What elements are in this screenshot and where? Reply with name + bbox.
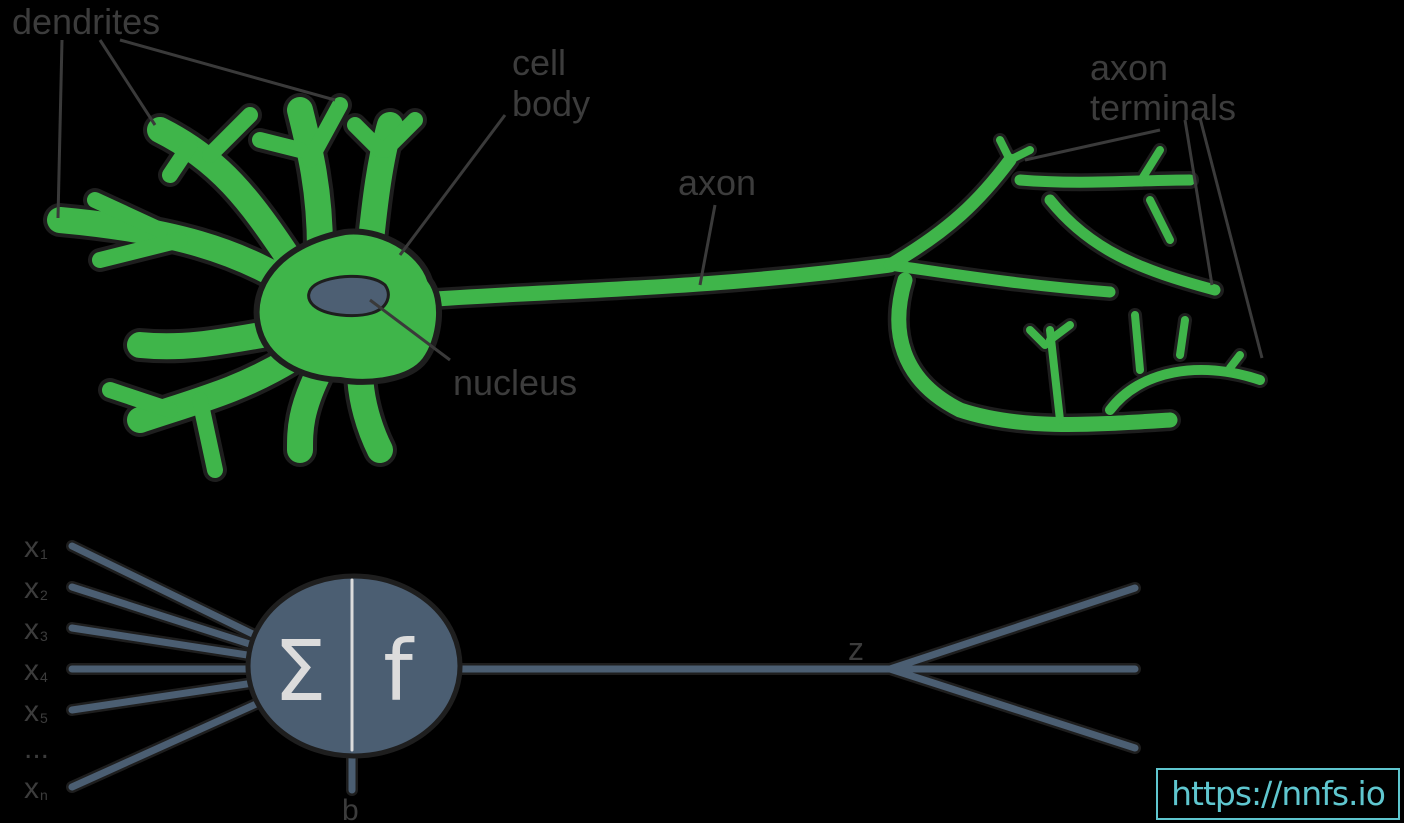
nucleus (309, 276, 389, 315)
input-labels: x1 x2 x3 x4 x5 ... xn (24, 531, 49, 805)
input-label-3: x3 (24, 613, 48, 646)
input-label-2: x2 (24, 572, 48, 605)
nucleus-label: nucleus (453, 362, 577, 403)
input-label-n: xn (24, 772, 48, 805)
axon-terminals-label-2: terminals (1090, 87, 1236, 128)
input-line-n (72, 700, 265, 787)
dendrites-label: dendrites (12, 1, 160, 42)
input-label-4: x4 (24, 654, 48, 687)
nnfs-url-badge: https://nnfs.io (1156, 768, 1400, 820)
axon-terminals-label-1: axon (1090, 47, 1168, 88)
axon-label: axon (678, 162, 756, 203)
body-label: body (512, 83, 590, 124)
output-z-label: z (848, 631, 864, 667)
output-branch-bottom (890, 669, 1135, 748)
artificial-neuron: Σ f (72, 546, 1135, 790)
input-line-5 (72, 682, 260, 710)
biological-neuron (60, 105, 1260, 470)
sum-symbol: Σ (273, 622, 326, 720)
input-ellipsis: ... (24, 732, 49, 765)
output-branch-top (890, 588, 1135, 669)
cell-label: cell (512, 42, 566, 83)
input-label-5: x5 (24, 695, 48, 728)
bias-label: b (342, 794, 359, 823)
activation-symbol: f (383, 622, 415, 720)
input-label-1: x1 (24, 531, 48, 564)
